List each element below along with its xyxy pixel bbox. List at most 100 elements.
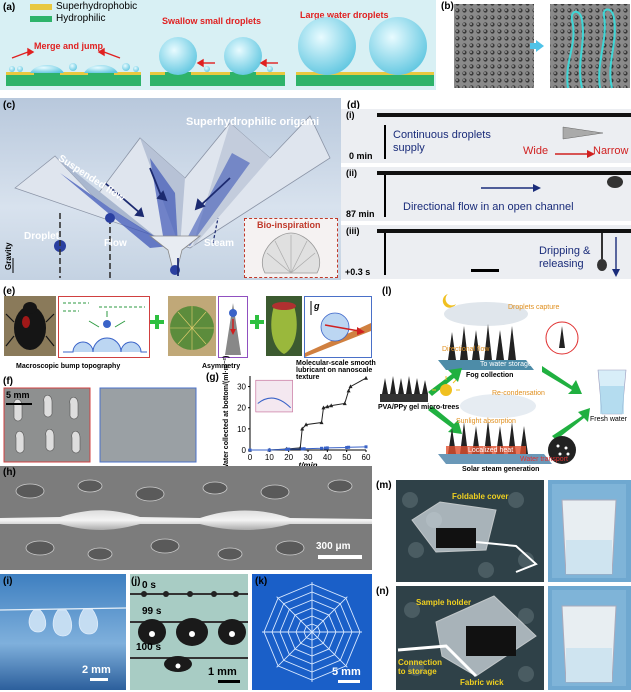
series-point	[364, 375, 368, 380]
series-point	[302, 447, 306, 451]
lubricant-box: g	[304, 296, 372, 358]
x-tick-label: 10	[265, 453, 274, 462]
scale-bar	[90, 678, 108, 681]
series-point	[364, 445, 368, 449]
panel-l: (l) Dropl	[376, 286, 631, 476]
series-point	[320, 446, 324, 450]
web-ring	[295, 615, 329, 649]
panel-e: (e) Macroscopic bump topography Asymmetr…	[0, 286, 376, 381]
web-ring	[263, 583, 361, 681]
x-tick-label: 30	[304, 453, 313, 462]
scale-bar	[218, 680, 240, 683]
origami-illustration	[12, 115, 331, 278]
gravity-g: g	[314, 301, 320, 311]
y-tick-label: 10	[237, 425, 246, 434]
foldable-cover-label: Foldable cover	[452, 492, 509, 501]
sem-image	[0, 479, 372, 561]
series-point	[248, 448, 252, 452]
row-3-time: +0.3 s	[345, 267, 371, 277]
slope-diagram	[305, 301, 371, 357]
x-tick-label: 20	[284, 453, 293, 462]
time-99s: 99 s	[142, 606, 162, 617]
series-point	[346, 388, 351, 393]
series-point	[348, 384, 353, 389]
scale-bar	[318, 555, 362, 559]
origami-title: Superhydrophilic origami	[186, 116, 320, 128]
series-point	[304, 422, 309, 427]
water-transport-label: Water transport	[520, 456, 568, 463]
droplet	[30, 64, 64, 73]
series-point	[329, 403, 334, 408]
droplets-on-fiber	[0, 607, 127, 637]
arrow-down-icon	[612, 237, 620, 277]
panel-d-row-3: (iii) +0.3 s Dripping & releasing	[341, 225, 631, 279]
time-100s: 100 s	[136, 642, 162, 653]
legend-hydrophilic-swatch	[30, 16, 52, 22]
caption-bump: Macroscopic bump topography	[16, 363, 121, 370]
row-3-roman: (iii)	[346, 226, 360, 236]
web-ring	[271, 591, 353, 673]
panel-n: (n) Sample holder Connection to storage …	[376, 586, 631, 690]
panel-c-label: (c)	[3, 100, 16, 111]
panel-g-label: (g)	[206, 372, 219, 383]
caption-lubricant: Molecular-scale smooth lubricant on nano…	[296, 360, 376, 381]
droplets-capture-label: Droplets capture	[508, 304, 560, 311]
series-point	[347, 445, 351, 449]
panel-n-label: (n)	[376, 586, 389, 597]
x-tick-label: 0	[248, 453, 253, 462]
y-tick-label: 0	[242, 446, 247, 455]
scale-bar	[6, 403, 32, 405]
panel-b: (b)	[440, 0, 631, 90]
panel-d-label: (d)	[347, 100, 360, 111]
water-collection-chart: 01020304050600102030t/minWater collected…	[223, 356, 371, 471]
asymmetry-box	[218, 296, 248, 358]
panel-f-scale: 5 mm	[6, 390, 30, 400]
panel-f: (f) 5 mm	[0, 376, 200, 463]
panel-m-label: (m)	[376, 480, 392, 491]
panel-d-row-2: (ii) 87 min Directional flow in an open …	[341, 167, 631, 221]
fog-solar-diagram	[380, 294, 627, 464]
panel-l-label: (l)	[382, 286, 392, 297]
substrate-1	[6, 72, 141, 86]
stage-swallow: Swallow small droplets	[162, 16, 262, 26]
panel-h-label: (h)	[3, 467, 16, 478]
re-condensation-label: Re-condensation	[492, 390, 545, 397]
substrate-3	[296, 72, 434, 86]
directional-flow-label: Directional flow	[442, 346, 490, 353]
hanging-droplet	[607, 176, 623, 188]
droplet	[84, 64, 118, 73]
legend-superhydrophobic: Superhydrophobic	[56, 1, 138, 12]
y-tick-label: 30	[237, 383, 246, 392]
series-point	[325, 446, 329, 450]
device-photo-m	[396, 480, 631, 582]
panel-k: (k) 5 mm	[252, 574, 372, 690]
web-ring	[303, 623, 321, 641]
panel-m: (m) Foldable cover	[376, 480, 631, 582]
shell-icon	[262, 232, 320, 274]
device-photo-n	[396, 586, 631, 690]
beetle-image	[4, 296, 56, 356]
steam-label: Steam	[204, 238, 235, 249]
x-axis-label: t/min	[298, 461, 317, 470]
scale-bar	[471, 269, 499, 272]
stage-large-droplets: Large water droplets	[300, 10, 389, 20]
gravity-label: Gravity	[4, 242, 13, 270]
panel-a-label: (a)	[3, 2, 16, 13]
series-point	[342, 401, 347, 406]
x-tick-label: 50	[342, 453, 351, 462]
dripping-droplet	[597, 233, 607, 271]
legend-superhydrophobic-swatch	[30, 4, 52, 10]
row-1-wide: Wide	[523, 145, 549, 157]
panel-f-label: (f)	[3, 376, 13, 387]
substrate-2	[150, 72, 285, 86]
arrow-right-icon	[555, 150, 595, 158]
panel-i-scale: 2 mm	[82, 664, 111, 676]
panel-h: (h) 300 μm	[0, 466, 372, 570]
panel-d-row-1: (i) 0 min Continuous droplets supply Wid…	[341, 109, 631, 163]
droplet-time-series	[130, 591, 248, 672]
row-2-roman: (ii)	[346, 168, 357, 178]
row-1-time: 0 min	[349, 151, 373, 161]
panel-b-label: (b)	[441, 1, 454, 12]
flow-label: Flow	[104, 238, 127, 249]
panel-j: (j) 0 s 99 s 100 s 1 mm	[130, 574, 248, 690]
